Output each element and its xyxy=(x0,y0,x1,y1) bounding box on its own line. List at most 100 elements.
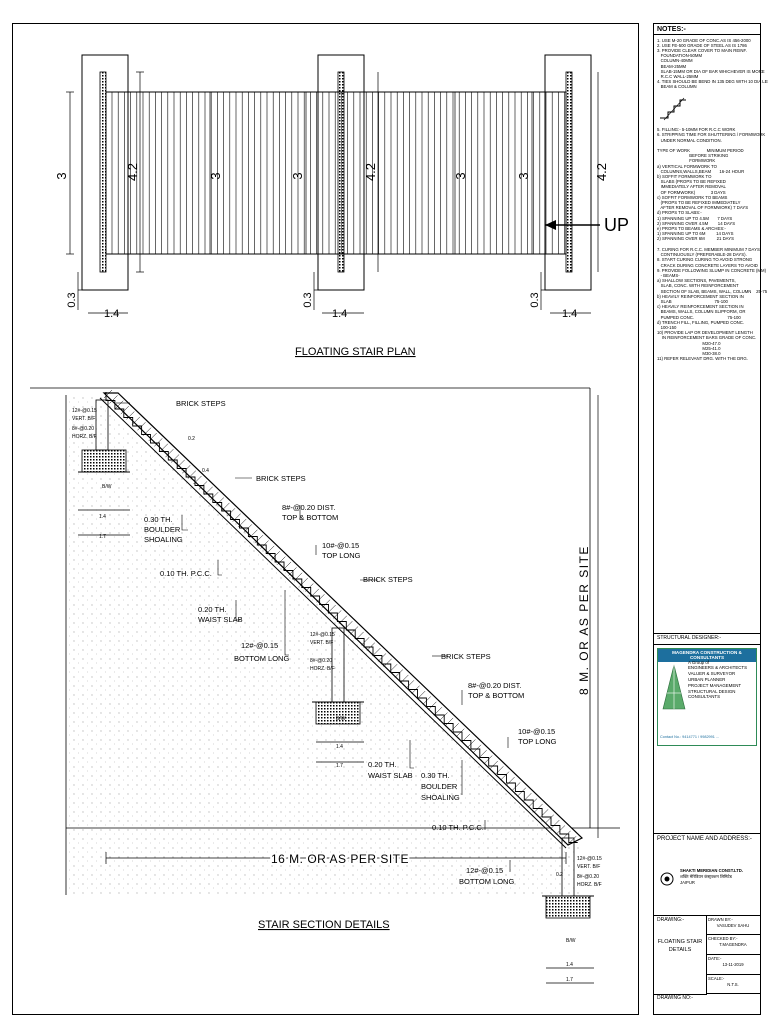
checked-by-label: CHECKED BY:- xyxy=(708,936,738,941)
sec-brick-steps-3: BRICK STEPS xyxy=(363,575,413,584)
sec-pcc-2: 0.10 TH. P.C.C. xyxy=(432,823,484,832)
date-value: 13-11-2019 xyxy=(722,961,744,967)
sec-brick-steps-4: BRICK STEPS xyxy=(441,652,491,661)
project-city: JAIPUR xyxy=(680,880,695,885)
firm-line-2: URBAN PLANNER xyxy=(688,676,726,682)
sec-toplong-1: TOP LONG xyxy=(322,551,361,560)
sec-shoaling-2: SHOALING xyxy=(421,793,460,802)
sec-waist-slab-1: WAIST SLAB xyxy=(198,615,243,624)
notes-title: NOTES:- xyxy=(654,24,760,35)
firm-logo-icon xyxy=(662,664,686,709)
sec-bottomlong-bar-2: 12#-@0.15 xyxy=(466,866,503,875)
sec-bottomlong-1: BOTTOM LONG xyxy=(234,654,289,663)
plan-dim-3-d: 3 xyxy=(453,172,468,179)
plan-dim-3-a: 3 xyxy=(54,172,69,179)
sec-brick-steps-1: BRICK STEPS xyxy=(176,399,226,408)
sec-dist-2: 8#-@0.20 DIST. xyxy=(468,681,521,690)
sec-bw-2: B/W xyxy=(336,716,346,722)
drawing-no-label: DRAWING NO:- xyxy=(657,995,693,1001)
sec-horz-2: HORZ. B/F xyxy=(310,666,335,672)
sec-d02-1: 0.2 xyxy=(188,436,195,442)
sec-brick-steps-2: BRICK STEPS xyxy=(256,474,306,483)
firm-line-1: VALUER & SURVEYOR xyxy=(688,671,736,677)
sec-vert-bar-3: 12#-@0.15 xyxy=(577,856,602,862)
title-block: NOTES:- 1. USE M-20 GRADE OF CONC.AS IS … xyxy=(653,23,768,1015)
firm-logo-card: MAGENDRA CONSTRUCTION & CONSULTANTS A Gr… xyxy=(657,647,757,746)
plan-dim-14-d: 1.4 xyxy=(562,308,577,320)
sec-dist-1: 8#-@0.20 DIST. xyxy=(282,503,335,512)
sec-horz-1: HORZ. B/F xyxy=(72,434,97,440)
plan-dim-14-b: 1.4 xyxy=(332,308,347,320)
sec-waist-th-2: 0.20 TH. xyxy=(368,760,397,769)
firm-contact: Contact No.: 9414771 / 9982991 ... xyxy=(660,735,720,739)
project-name: SHAKTI MERIDIAN CONST.LTD. xyxy=(680,868,743,873)
sec-boulder-th-2: 0.30 TH. xyxy=(421,771,450,780)
project-logo-icon xyxy=(660,872,674,886)
plan-dim-14-a: 1.4 xyxy=(104,308,119,320)
sec-d14-1: 1.4 xyxy=(99,514,106,520)
drawing-sheet xyxy=(12,23,639,1015)
drawn-by-label: DRAWN BY:- xyxy=(708,917,733,922)
firm-group: A Group of xyxy=(688,659,709,665)
sec-horz-3: HORZ. B/F xyxy=(577,882,602,888)
sec-d14-2: 1.4 xyxy=(336,744,343,750)
plan-dim-3-e: 3 xyxy=(516,172,531,179)
notes-block-1: 1. USE M-20 GRADE OF CONC.AS IS 456-2000… xyxy=(657,37,768,90)
date-label: DATE:- xyxy=(708,956,722,961)
sec-d04-1: 0.4 xyxy=(202,468,209,474)
project-title: PROJECT NAME AND ADDRESS:- xyxy=(657,836,752,842)
stair-section xyxy=(30,387,620,984)
sec-horz-bar-3: 8#-@0.20 xyxy=(577,874,599,880)
sec-topbottom-1: TOP & BOTTOM xyxy=(282,513,338,522)
sec-vert-3: VERT. B/F xyxy=(577,864,600,870)
sec-pcc-1: 0.10 TH. P.C.C. xyxy=(160,569,212,578)
sec-horz-bar-1: 8#-@0.20 xyxy=(72,426,94,432)
sec-bw-3: B/W xyxy=(566,938,576,944)
sec-horz-bar-2: 8#-@0.20 xyxy=(310,658,332,664)
sec-d17-3: 1.7 xyxy=(566,977,573,983)
sec-boulder-1: BOULDER xyxy=(144,525,181,534)
stair-sketch-icon xyxy=(660,97,686,120)
sec-bw-1: B/W xyxy=(102,484,112,490)
scale-value: N.T.S. xyxy=(727,981,739,987)
sec-d17-2: 1.7 xyxy=(336,763,343,769)
notes-block-2: 5. FILLING:- 5-10MM FOR R.C.C WORK 6. ST… xyxy=(657,127,768,362)
sec-shoaling-1: SHOALING xyxy=(144,535,183,544)
sec-boulder-2: BOULDER xyxy=(421,782,458,791)
drawing-canvas: 3 4.2 3 3 4.2 3 3 4.2 0.3 1.4 0.3 1.4 0.… xyxy=(30,54,629,984)
sec-toplong-bar-1: 10#-@0.15 xyxy=(322,541,359,550)
section-title: STAIR SECTION DETAILS xyxy=(258,919,390,931)
plan-dim-03-a: 0.3 xyxy=(66,292,78,307)
up-label: UP xyxy=(604,215,629,235)
sec-bottomlong-2: BOTTOM LONG xyxy=(459,877,514,886)
plan-dim-03-b: 0.3 xyxy=(302,292,314,307)
firm-line-4: STRUCTURAL DESIGN CONSULTANTS xyxy=(688,688,736,700)
sec-bottomlong-bar-1: 12#-@0.15 xyxy=(241,641,278,650)
sec-vert-bar-2: 12#-@0.15 xyxy=(310,632,335,638)
sec-waist-slab-2: WAIST SLAB xyxy=(368,771,413,780)
stair-plan xyxy=(66,54,600,314)
checked-by-value: T.MAGENDRA xyxy=(719,941,747,947)
drawing-label: DRAWING:- xyxy=(657,917,685,923)
sec-vert-1: VERT. B/F xyxy=(72,416,95,422)
section-height-dim: 8 M. OR AS PER SITE xyxy=(577,545,591,695)
scale-label: SCALE:- xyxy=(708,976,725,981)
firm-line-3: PROJECT MANAGEMENT xyxy=(688,682,742,688)
section-length-dim: 16 M. OR AS PER SITE xyxy=(271,852,409,866)
sec-topbottom-2: TOP & BOTTOM xyxy=(468,691,524,700)
plan-dim-42-a: 4.2 xyxy=(125,163,140,181)
drawing-title-1: FLOATING STAIR xyxy=(657,938,703,945)
structural-designer-label: STRUCTURAL DESIGNER:- xyxy=(654,634,760,645)
sec-vert-2: VERT. B/F xyxy=(310,640,333,646)
project-name-hindi: शक्ति मेरिडियन कंस्ट्रक्शन लिमिटेड xyxy=(680,874,732,879)
sec-d17-1: 1.7 xyxy=(99,534,106,540)
plan-dim-03-c: 0.3 xyxy=(529,292,541,307)
sec-toplong-2: TOP LONG xyxy=(518,737,557,746)
plan-dim-42-b: 4.2 xyxy=(363,163,378,181)
firm-name: MAGENDRA CONSTRUCTION & CONSULTANTS xyxy=(658,648,756,662)
sec-toplong-bar-2: 10#-@0.15 xyxy=(518,727,555,736)
sec-d14-3: 1.4 xyxy=(566,962,573,968)
drawn-by-value: VASUDEV SAHU xyxy=(716,922,750,928)
drawing-title-2: DETAILS xyxy=(668,947,692,954)
plan-dim-3-c: 3 xyxy=(290,172,305,179)
